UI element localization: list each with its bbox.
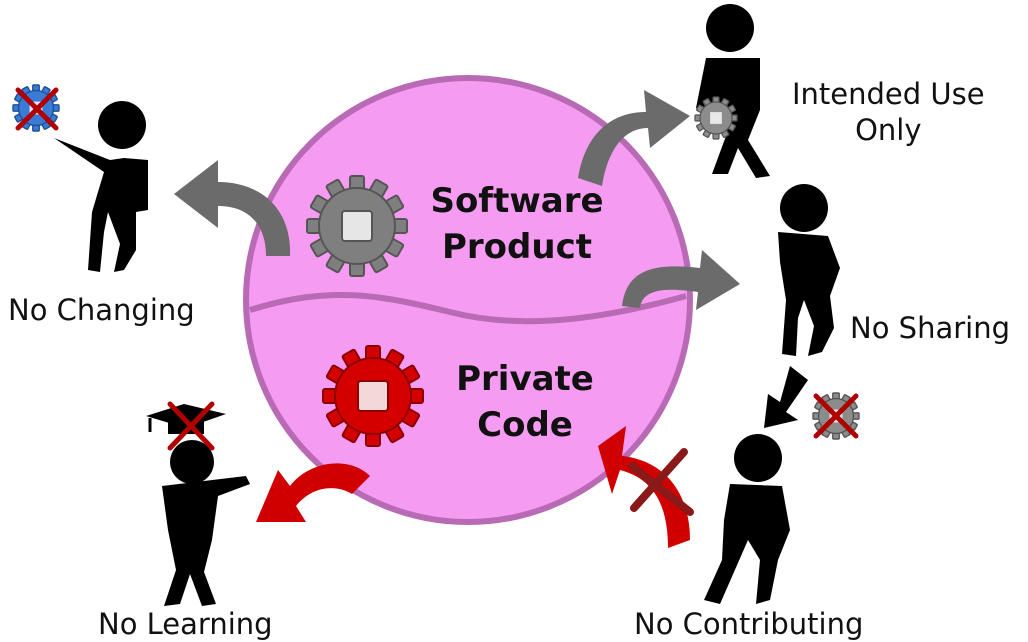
software-gear-icon bbox=[306, 175, 408, 277]
no-contributing-label: No Contributing bbox=[634, 607, 864, 641]
software-product-title: Software Product bbox=[412, 178, 622, 270]
arrow-to-no-sharing-icon bbox=[622, 250, 740, 310]
person-intended-use-icon bbox=[696, 4, 770, 178]
no-changing-label: No Changing bbox=[8, 293, 195, 327]
person-no-sharing-icon bbox=[778, 184, 840, 356]
intended-use-line: Intended Use bbox=[792, 77, 985, 111]
blocked-contribution-crossed-out-icon bbox=[628, 448, 694, 516]
small-gray-gear-icon bbox=[694, 96, 738, 140]
software-title-line: Software bbox=[430, 181, 604, 221]
only-line: Only bbox=[855, 113, 922, 147]
person-no-changing-icon bbox=[54, 101, 148, 272]
arrow-to-intended-use-icon bbox=[578, 90, 690, 186]
private-code-title: Private Code bbox=[420, 356, 630, 448]
private-title-line: Private bbox=[456, 359, 594, 399]
code-title-line: Code bbox=[477, 405, 573, 445]
gray-arrows bbox=[174, 90, 808, 428]
private-code-gear-icon bbox=[322, 345, 424, 447]
person-no-learning-icon bbox=[162, 440, 250, 606]
crossed-out-cap-icon bbox=[167, 401, 215, 451]
arrow-from-no-contributing-icon bbox=[598, 426, 690, 548]
person-no-contributing-icon bbox=[704, 434, 790, 604]
no-sharing-label: No Sharing bbox=[850, 311, 1010, 345]
sphere-divider bbox=[249, 292, 687, 325]
intended-use-label: Intended Use Only bbox=[792, 76, 985, 148]
people bbox=[54, 4, 840, 606]
crossed-out-shared-gear-icon bbox=[813, 393, 859, 439]
crossed-out-blue-gear-icon bbox=[15, 87, 59, 131]
arrow-to-no-learning-icon bbox=[256, 463, 370, 522]
arrow-to-no-changing-icon bbox=[174, 160, 291, 256]
arrow-down-icon bbox=[764, 366, 808, 428]
product-title-line: Product bbox=[442, 227, 592, 267]
red-arrows bbox=[256, 426, 690, 548]
no-learning-label: No Learning bbox=[98, 607, 273, 641]
